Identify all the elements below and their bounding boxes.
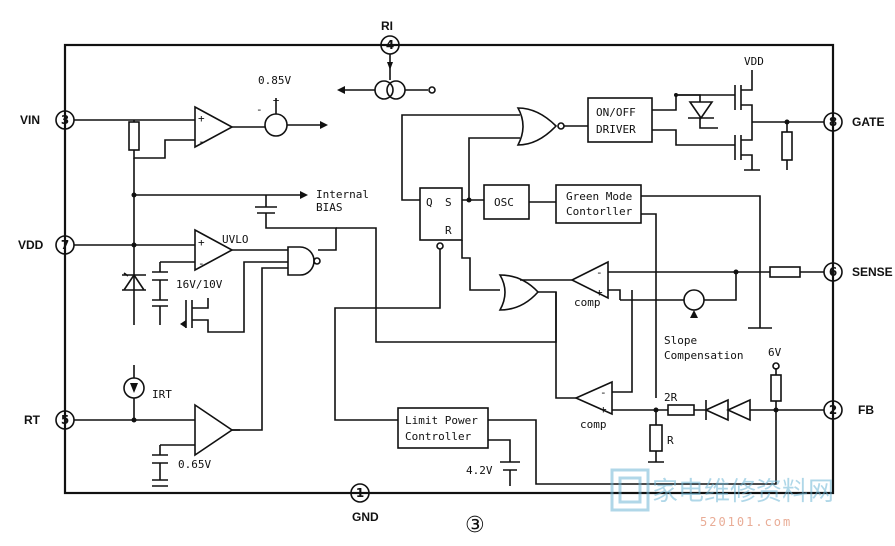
rt-section: IRT 0.65V bbox=[74, 365, 240, 487]
svg-text:RT: RT bbox=[24, 413, 41, 427]
svg-text:SENSE: SENSE bbox=[852, 265, 893, 279]
comparator-bottom: - + comp R 2R 6V bbox=[488, 290, 824, 485]
svg-text:4.2V: 4.2V bbox=[466, 464, 493, 477]
svg-text:RI: RI bbox=[381, 19, 393, 33]
svg-text:Controller: Controller bbox=[405, 430, 472, 443]
svg-text:R: R bbox=[667, 434, 674, 447]
svg-text:2R: 2R bbox=[664, 391, 678, 404]
svg-text:-: - bbox=[256, 103, 263, 116]
svg-text:IRT: IRT bbox=[152, 388, 172, 401]
svg-text:Contorller: Contorller bbox=[566, 205, 633, 218]
pin-vin: 3 VIN bbox=[20, 110, 75, 130]
svg-text:520101.com: 520101.com bbox=[700, 515, 792, 529]
svg-text:comp: comp bbox=[574, 296, 601, 309]
pin-ri: 4 RI bbox=[380, 19, 400, 55]
pin-gate: 8 GATE bbox=[823, 112, 884, 132]
svg-text:DRIVER: DRIVER bbox=[596, 123, 636, 136]
chip-outline bbox=[63, 43, 835, 495]
svg-text:3: 3 bbox=[61, 113, 69, 127]
svg-text:+: + bbox=[198, 112, 205, 125]
svg-text:Internal: Internal bbox=[316, 188, 369, 201]
svg-text:-: - bbox=[198, 257, 205, 270]
svg-text:6: 6 bbox=[829, 265, 837, 279]
svg-text:0.85V: 0.85V bbox=[258, 74, 291, 87]
pin-vdd: 7 VDD bbox=[18, 235, 75, 255]
svg-text:4: 4 bbox=[386, 38, 394, 52]
svg-text:R: R bbox=[445, 224, 452, 237]
vin-section: + - - + 0.85V bbox=[74, 74, 328, 159]
svg-text:Q: Q bbox=[426, 196, 433, 209]
svg-text:0.65V: 0.65V bbox=[178, 458, 211, 471]
svg-text:-: - bbox=[596, 266, 603, 279]
svg-text:-: - bbox=[198, 135, 205, 148]
vdd-bus: Internal BIAS + - UVLO 16V/10V bbox=[74, 158, 369, 431]
figure-number: ③ bbox=[465, 513, 485, 538]
comparator-top: - + comp Slope Compensation bbox=[520, 260, 824, 362]
ri-source bbox=[337, 54, 436, 100]
svg-text:BIAS: BIAS bbox=[316, 201, 343, 214]
svg-text:GND: GND bbox=[352, 510, 379, 524]
svg-text:+: + bbox=[596, 286, 603, 299]
svg-text:UVLO: UVLO bbox=[222, 233, 249, 246]
svg-text:7: 7 bbox=[61, 238, 69, 252]
driver: ON/OFF DRIVER VDD bbox=[587, 55, 824, 171]
watermark: 家电维修资料网 520101.com bbox=[610, 468, 834, 529]
or-gate-mid bbox=[336, 227, 557, 343]
svg-text:ON/OFF: ON/OFF bbox=[596, 106, 636, 119]
svg-text:16V/10V: 16V/10V bbox=[176, 278, 223, 291]
svg-text:OSC: OSC bbox=[494, 196, 514, 209]
svg-text:8: 8 bbox=[829, 115, 837, 129]
svg-text:6V: 6V bbox=[768, 346, 782, 359]
svg-text:+: + bbox=[198, 236, 205, 249]
svg-text:GATE: GATE bbox=[852, 115, 884, 129]
svg-text:VDD: VDD bbox=[744, 55, 764, 68]
svg-text:家电维修资料网: 家电维修资料网 bbox=[652, 477, 834, 507]
or-gate-top bbox=[516, 107, 588, 146]
pin-gnd: 1 GND bbox=[350, 483, 379, 524]
pin-fb: 2 FB bbox=[823, 400, 874, 420]
svg-text:Compensation: Compensation bbox=[664, 349, 743, 362]
svg-text:S: S bbox=[445, 196, 452, 209]
svg-text:-: - bbox=[600, 386, 607, 399]
svg-text:Green Mode: Green Mode bbox=[566, 190, 632, 203]
svg-text:FB: FB bbox=[858, 403, 874, 417]
svg-text:VIN: VIN bbox=[20, 113, 40, 127]
svg-text:Slope: Slope bbox=[664, 334, 697, 347]
green-mode: Green Mode Contorller bbox=[555, 184, 772, 398]
svg-text:+: + bbox=[600, 403, 607, 416]
osc: OSC bbox=[483, 184, 556, 220]
pin-sense: 6 SENSE bbox=[823, 262, 893, 282]
pin-rt: 5 RT bbox=[24, 410, 75, 430]
latch: Q S R bbox=[334, 114, 520, 421]
svg-text:2: 2 bbox=[829, 403, 837, 417]
svg-text:Limit Power: Limit Power bbox=[405, 414, 478, 427]
svg-text:comp: comp bbox=[580, 418, 607, 431]
svg-text:1: 1 bbox=[356, 486, 364, 500]
limit-power: Limit Power Controller 4.2V bbox=[397, 407, 520, 486]
svg-text:VDD: VDD bbox=[18, 238, 44, 252]
svg-text:5: 5 bbox=[61, 413, 69, 427]
